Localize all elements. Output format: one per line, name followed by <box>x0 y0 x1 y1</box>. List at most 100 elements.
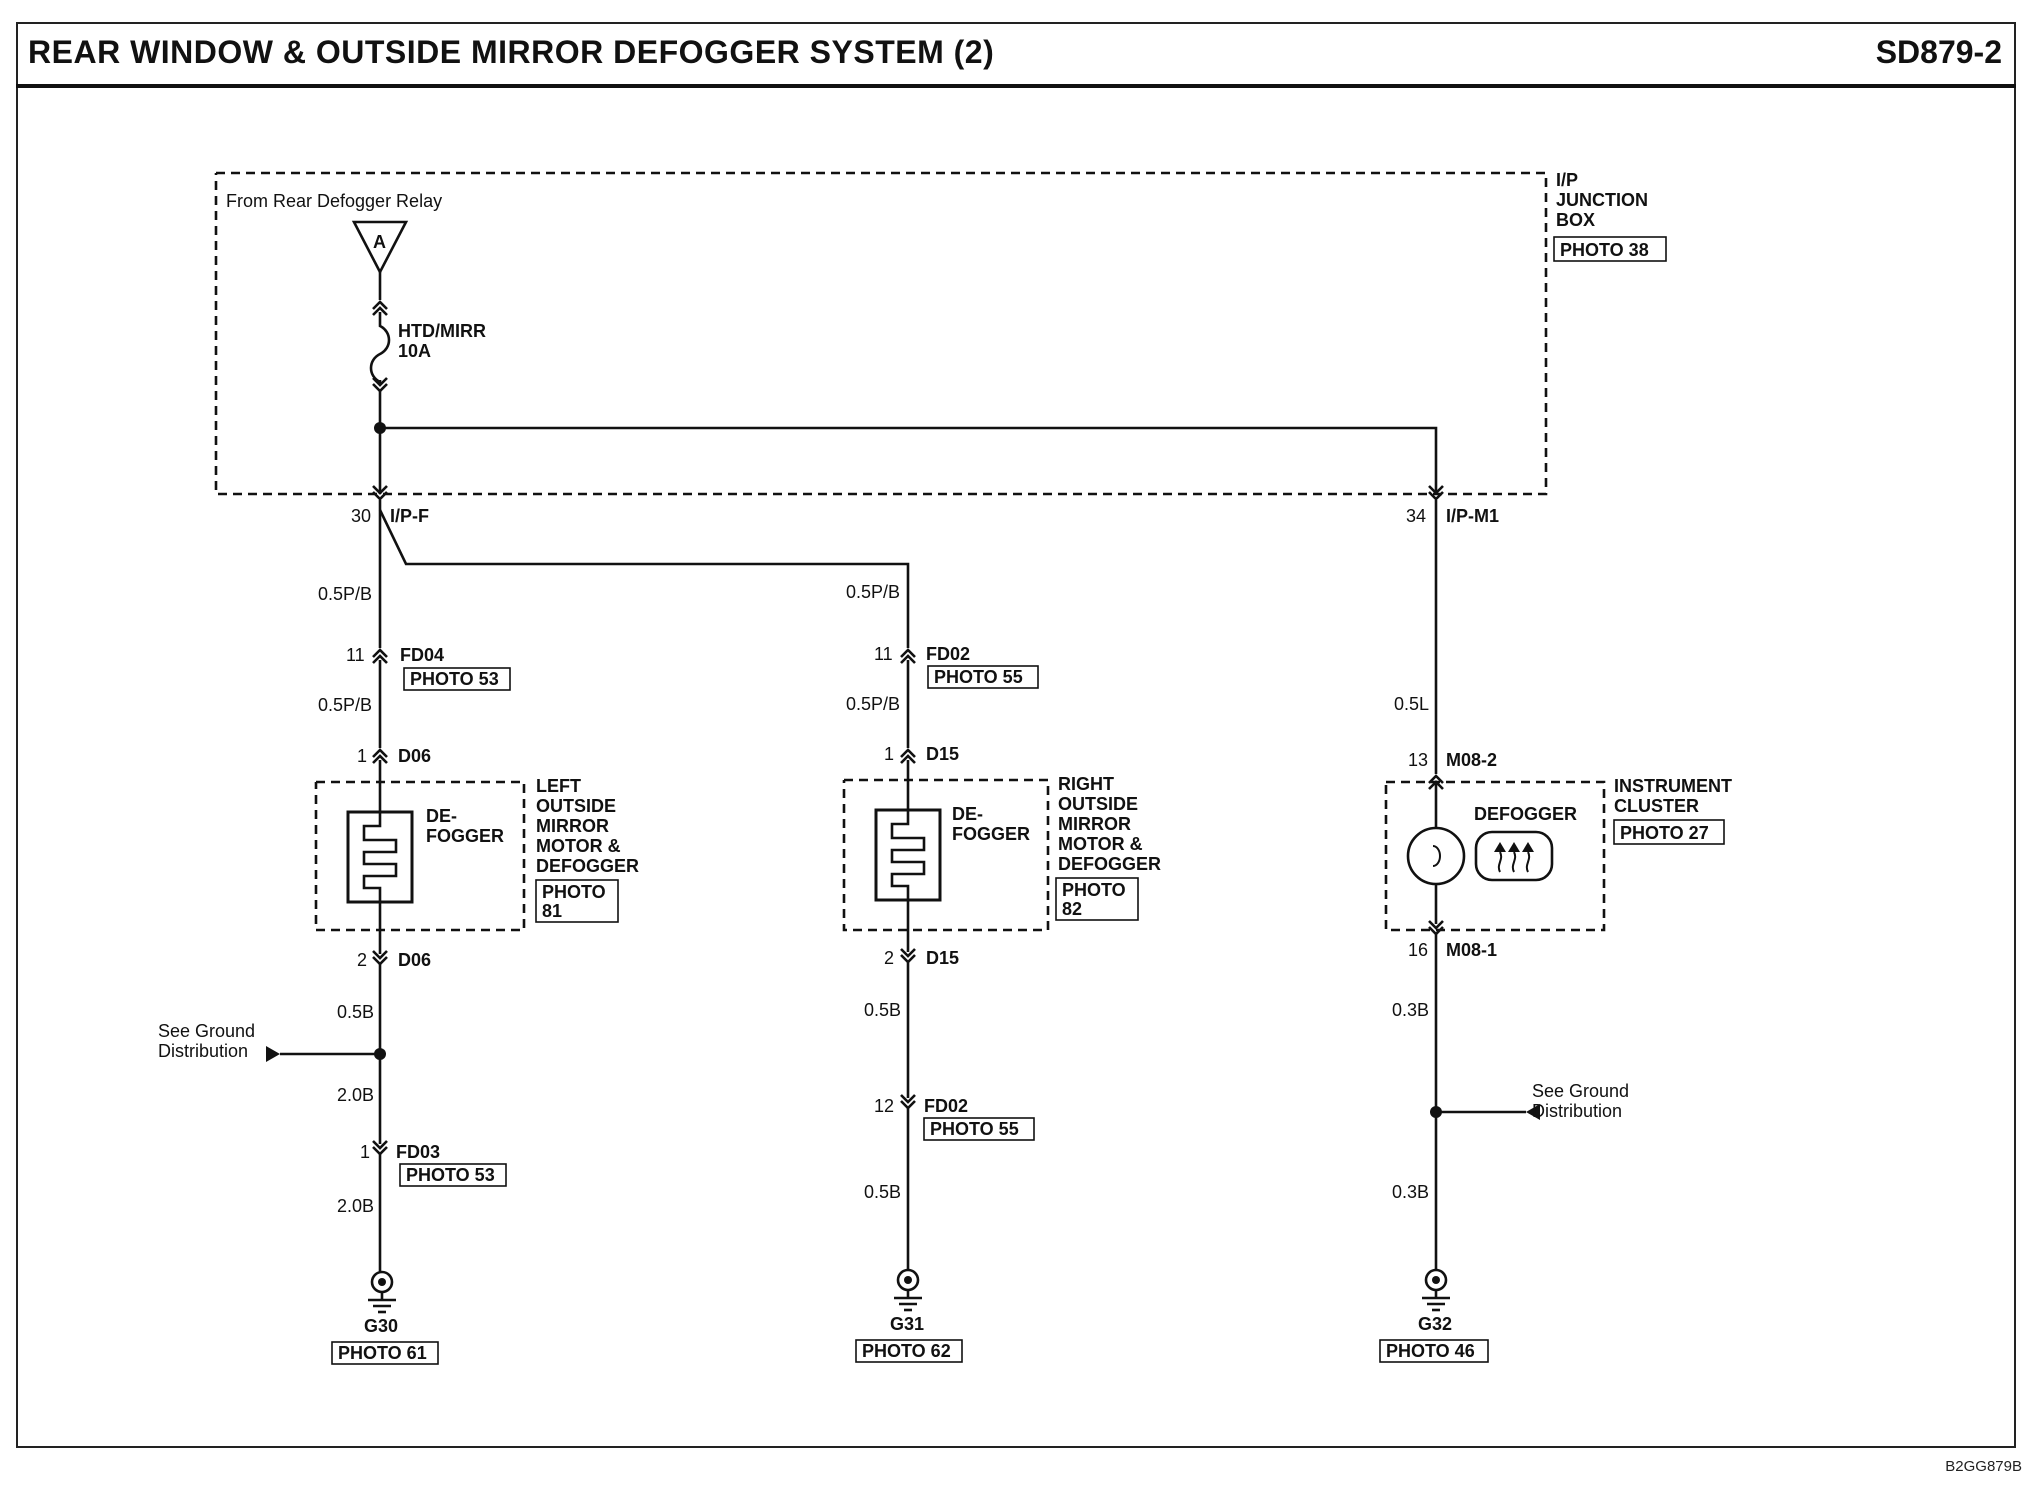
middle-d15-top-name: D15 <box>926 744 959 764</box>
source-connector-label: A <box>373 232 386 252</box>
left-component-name-1: LEFT <box>536 776 581 796</box>
left-component-label-1: DE- <box>426 806 457 826</box>
rear-defogger-indicator-icon <box>1474 830 1554 882</box>
right-m08-top-name: M08-2 <box>1446 750 1497 770</box>
left-wire-3: 0.5B <box>337 1002 374 1022</box>
right-ground-dist-arrow-icon <box>1526 1104 1540 1120</box>
middle-ground-photo: PHOTO 62 <box>862 1341 951 1361</box>
left-component-name-2: OUTSIDE <box>536 796 616 816</box>
junction-box-name-1: I/P <box>1556 170 1578 190</box>
middle-component-name-5: DEFOGGER <box>1058 854 1161 874</box>
middle-wire-2: 0.5P/B <box>846 694 900 714</box>
diagram-frame <box>16 22 2016 1448</box>
left-wire-5: 2.0B <box>337 1196 374 1216</box>
middle-mirror-component-box <box>842 778 1050 932</box>
middle-wire-3: 0.5B <box>864 1000 901 1020</box>
middle-ground-name: G31 <box>890 1314 924 1334</box>
right-ground-photo: PHOTO 46 <box>1386 1341 1475 1361</box>
source-label: From Rear Defogger Relay <box>226 191 442 211</box>
right-m08-bottom-name: M08-1 <box>1446 940 1497 960</box>
ip-m1-pin: 34 <box>1406 506 1426 526</box>
left-d06-bottom-pin: 2 <box>357 950 367 970</box>
left-wire-1: 0.5P/B <box>318 584 372 604</box>
right-wire-3: 0.3B <box>1392 1182 1429 1202</box>
left-ground-name: G30 <box>364 1316 398 1336</box>
right-wire-1: 0.5L <box>1394 694 1429 714</box>
left-fd03-photo: PHOTO 53 <box>406 1165 495 1185</box>
junction-box: I/P JUNCTION BOX PHOTO 38 From Rear Defo… <box>214 170 1667 496</box>
left-wire-4: 2.0B <box>337 1085 374 1105</box>
middle-fd02-bottom-name: FD02 <box>924 1096 968 1116</box>
right-ground-dist-1: See Ground <box>1532 1081 1629 1101</box>
left-d06-top-name: D06 <box>398 746 431 766</box>
left-fd03-pin: 1 <box>360 1142 370 1162</box>
fuse-rating: 10A <box>398 341 431 361</box>
middle-branch: 0.5P/B 11 FD02 PHOTO 55 0.5P/B 1 D15 DE-… <box>842 582 1161 1363</box>
fuse-symbol <box>369 312 391 385</box>
right-m08-bottom-pin: 16 <box>1408 940 1428 960</box>
middle-d15-bottom-pin: 2 <box>884 948 894 968</box>
right-branch: 34 I/P-M1 0.5L 13 M08-2 DEFOGGER INSTRUM… <box>1379 484 1732 1363</box>
middle-component-name-3: MIRROR <box>1058 814 1131 834</box>
left-component-photo-1: PHOTO <box>542 882 606 902</box>
middle-component-name-1: RIGHT <box>1058 774 1114 794</box>
middle-fd02-top-pin: 11 <box>874 644 893 664</box>
right-heater-grid-icon <box>890 810 926 900</box>
ip-m1-connector: I/P-M1 <box>1446 506 1499 526</box>
right-ground-dist-2: Distribution <box>1532 1101 1622 1121</box>
left-fd04-pin: 11 <box>346 645 365 665</box>
middle-ground-icon <box>894 1268 922 1312</box>
right-component-photo: PHOTO 27 <box>1620 823 1709 843</box>
middle-wire-1: 0.5P/B <box>846 582 900 602</box>
middle-fd02-bottom-pin: 12 <box>874 1096 894 1116</box>
left-fd03-name: FD03 <box>396 1142 440 1162</box>
document-code: B2GG879B <box>1945 1458 2022 1475</box>
junction-box-name-3: BOX <box>1556 210 1595 230</box>
right-ground-icon <box>1422 1268 1450 1312</box>
left-ground-dist-1: See Ground <box>158 1021 255 1041</box>
left-d06-top-pin: 1 <box>357 746 367 766</box>
middle-d15-bottom-name: D15 <box>926 948 959 968</box>
left-component-name-3: MIRROR <box>536 816 609 836</box>
left-ground-icon <box>368 1270 396 1314</box>
middle-wire-4: 0.5B <box>864 1182 901 1202</box>
middle-fd02-top-photo: PHOTO 55 <box>934 667 1023 687</box>
left-ground-dist-arrow-icon <box>266 1046 280 1062</box>
indicator-lamp-icon <box>1406 826 1466 886</box>
right-component-label: DEFOGGER <box>1474 804 1577 824</box>
left-ground-dist-2: Distribution <box>158 1041 248 1061</box>
right-component-name-2: CLUSTER <box>1614 796 1699 816</box>
left-component-label-2: FOGGER <box>426 826 504 846</box>
page-title: REAR WINDOW & OUTSIDE MIRROR DEFOGGER SY… <box>28 34 995 70</box>
middle-d15-top-pin: 1 <box>884 744 894 764</box>
junction-box-photo: PHOTO 38 <box>1560 240 1649 260</box>
left-component-name-4: MOTOR & <box>536 836 621 856</box>
middle-component-label-1: DE- <box>952 804 983 824</box>
middle-fd02-bottom-photo: PHOTO 55 <box>930 1119 1019 1139</box>
middle-component-name-2: OUTSIDE <box>1058 794 1138 814</box>
right-ground-name: G32 <box>1418 1314 1452 1334</box>
source-connector-triangle <box>351 220 409 275</box>
middle-fd02-top-name: FD02 <box>926 644 970 664</box>
right-wire-2: 0.3B <box>1392 1000 1429 1020</box>
page-code: SD879-2 <box>1875 34 2002 70</box>
middle-component-photo-1: PHOTO <box>1062 880 1126 900</box>
left-fd04-photo: PHOTO 53 <box>410 669 499 689</box>
left-heater-grid-icon <box>362 812 398 902</box>
left-wire-2: 0.5P/B <box>318 695 372 715</box>
right-m08-top-pin: 13 <box>1408 750 1428 770</box>
left-fd04-name: FD04 <box>400 645 444 665</box>
middle-component-label-2: FOGGER <box>952 824 1030 844</box>
middle-component-photo-2: 82 <box>1062 899 1082 919</box>
left-branch: 30 I/P-F 0.5P/B 11 FD04 PHOTO 53 0.5P/B … <box>158 484 910 1365</box>
ip-f-connector: I/P-F <box>390 506 429 526</box>
instrument-cluster-box <box>1384 780 1606 932</box>
left-d06-bottom-name: D06 <box>398 950 431 970</box>
left-component-photo-2: 81 <box>542 901 562 921</box>
middle-component-name-4: MOTOR & <box>1058 834 1143 854</box>
left-ground-photo: PHOTO 61 <box>338 1343 427 1363</box>
left-mirror-component-box <box>314 780 526 932</box>
header-bar: REAR WINDOW & OUTSIDE MIRROR DEFOGGER SY… <box>16 22 2016 88</box>
ip-f-pin: 30 <box>351 506 371 526</box>
